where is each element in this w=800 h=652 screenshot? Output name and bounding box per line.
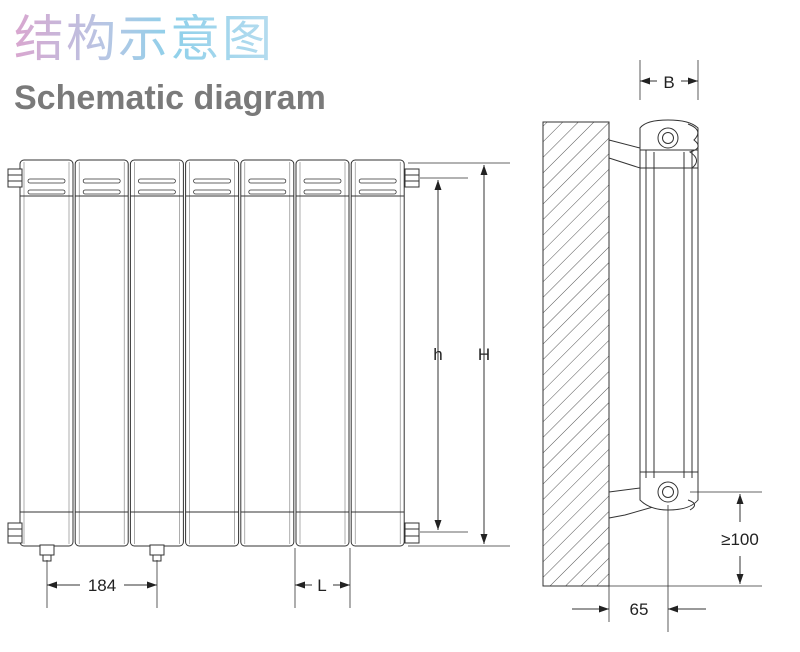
vent-slot (358, 189, 397, 195)
H-label: H (478, 345, 490, 364)
vent-slot (137, 178, 176, 184)
vent-slot (248, 189, 287, 195)
radiator-section (129, 159, 184, 547)
vent-slot (27, 189, 66, 195)
vent-slot (82, 178, 121, 184)
radiator-section (19, 159, 74, 547)
vent-slot (27, 178, 66, 184)
radiator-section (185, 159, 240, 547)
vent-slot (193, 178, 232, 184)
bottom-connection (657, 481, 679, 503)
vent-slot (358, 178, 397, 184)
bottom-right-plug (404, 522, 420, 544)
radiator-section (74, 159, 129, 547)
spacing-184-label: 184 (88, 576, 116, 595)
vent-slot (193, 189, 232, 195)
B-label: B (663, 73, 674, 92)
bottom-left-plug (7, 522, 23, 544)
left-valve (39, 544, 55, 562)
vent-slot (82, 189, 121, 195)
top-connection (657, 127, 679, 149)
top-right-plug (404, 168, 420, 188)
front-view (7, 159, 510, 608)
top-left-plug (7, 168, 23, 188)
title-english: Schematic diagram (14, 79, 326, 117)
radiator-section (350, 159, 405, 547)
vent-slot (137, 189, 176, 195)
right-valve (149, 544, 165, 562)
title-chinese: 结构示意图 (14, 10, 274, 68)
vent-slot (303, 189, 342, 195)
floor-clearance-label: ≥100 (721, 530, 759, 549)
wall-distance-label: 65 (630, 600, 649, 619)
vent-slot (248, 178, 287, 184)
h-label: h (433, 345, 442, 364)
vent-slot (303, 178, 342, 184)
wall-hatched (542, 121, 610, 587)
side-view (542, 60, 762, 632)
radiator-section (295, 159, 350, 547)
L-label: L (317, 576, 326, 595)
radiator-section (240, 159, 295, 547)
radiator-sections (19, 159, 405, 547)
